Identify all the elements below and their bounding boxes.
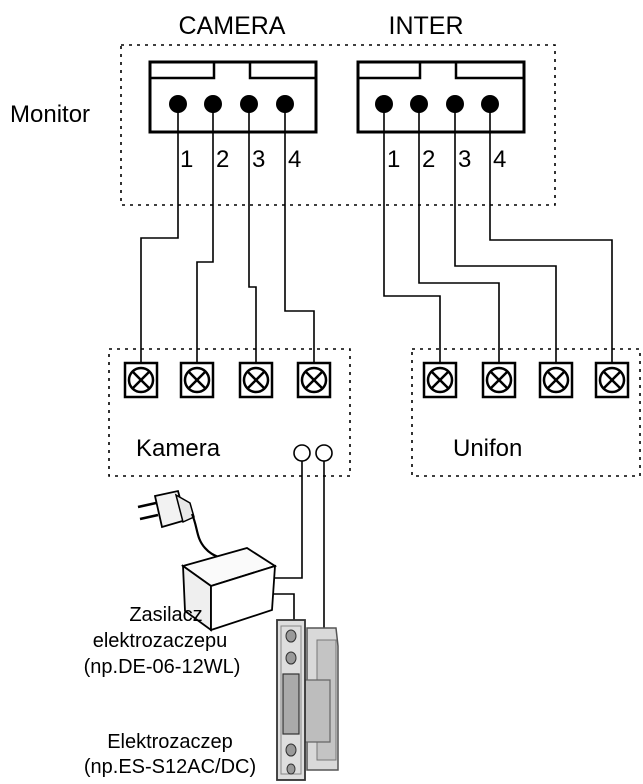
camera-connector	[148, 60, 318, 134]
zasilacz-label: Zasilacz	[129, 604, 202, 626]
inter-connector-title: INTER	[389, 12, 464, 40]
zasilacz-label: (np.DE-06-12WL)	[84, 656, 241, 678]
kamera-terminal-1	[123, 361, 159, 399]
camera-connector-title: CAMERA	[179, 12, 286, 40]
plug-icon	[137, 489, 225, 561]
inter-pin-label: 3	[458, 146, 471, 173]
kamera-terminal-2	[179, 361, 215, 399]
unifon-terminal-4	[594, 361, 630, 399]
inter-pin-label: 4	[493, 146, 506, 173]
elektrozaczep-label: (np.ES-S12AC/DC)	[84, 756, 256, 778]
elektrozaczep-label: Elektrozaczep	[107, 731, 233, 753]
monitor-label: Monitor	[10, 101, 90, 128]
lock-wires	[270, 461, 325, 628]
kamera-label: Kamera	[136, 435, 221, 462]
inter-wires	[383, 104, 613, 363]
unifon-label: Unifon	[453, 435, 522, 462]
unifon-terminal-1	[422, 361, 458, 399]
camera-pin-label: 4	[288, 146, 301, 173]
unifon-terminal-2	[481, 361, 517, 399]
camera-wires	[140, 104, 315, 363]
kamera-terminal-3	[238, 361, 274, 399]
power-supply-icon	[180, 547, 278, 632]
electric-strike-icon	[276, 619, 339, 781]
inter-connector	[356, 60, 526, 134]
lock-terminal-2	[315, 444, 333, 462]
monitor-box	[120, 44, 556, 206]
camera-pin-label: 2	[216, 146, 229, 173]
lock-terminal-1	[293, 444, 311, 462]
unifon-terminal-3	[538, 361, 574, 399]
unifon-box	[411, 348, 641, 477]
camera-pin-label: 3	[252, 146, 265, 173]
camera-pin-label: 1	[180, 146, 193, 173]
inter-pin-label: 2	[422, 146, 435, 173]
inter-pin-label: 1	[387, 146, 400, 173]
zasilacz-label: elektrozaczepu	[93, 630, 228, 652]
kamera-box	[108, 348, 351, 477]
kamera-terminal-4	[296, 361, 332, 399]
